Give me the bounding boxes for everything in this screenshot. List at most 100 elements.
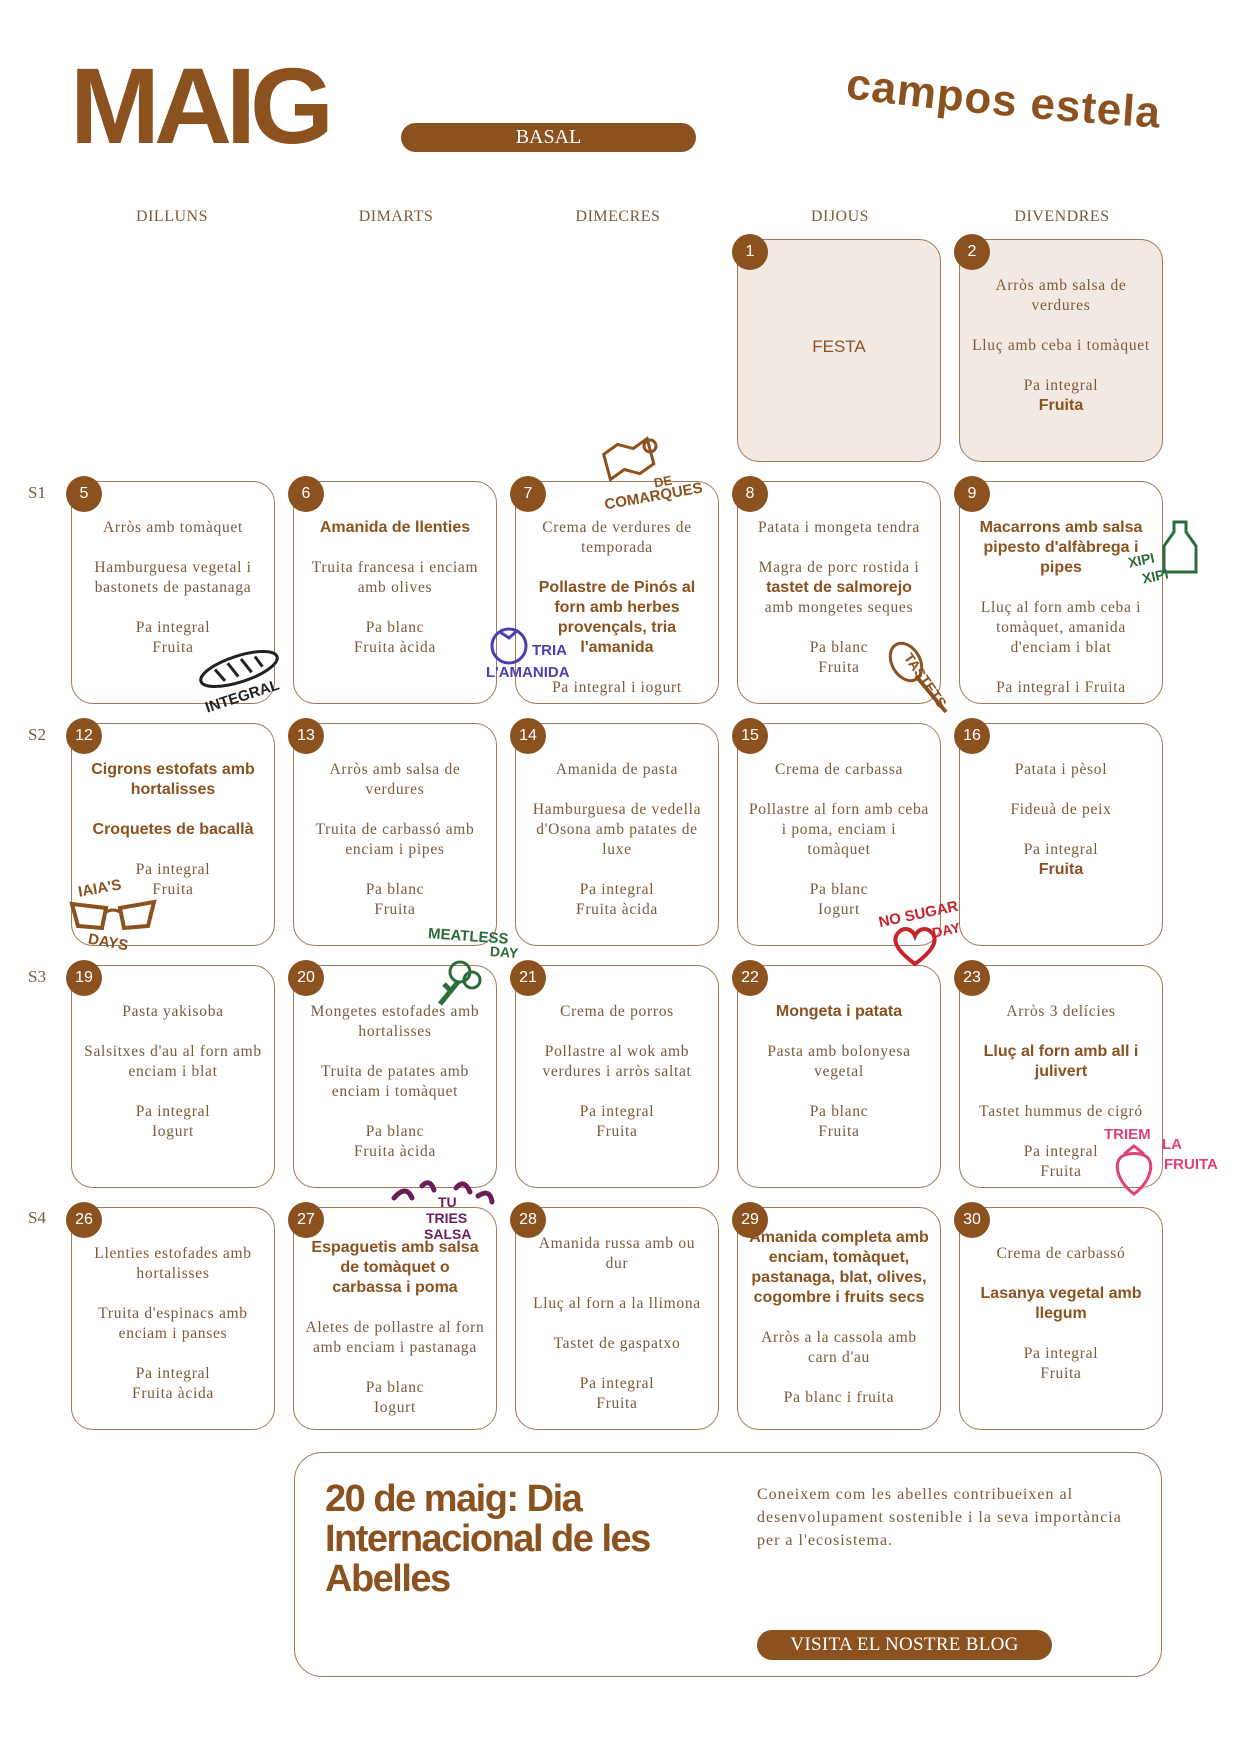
menu-second-course: Croquetes de bacallà [92, 821, 254, 838]
month-title: MAIG [70, 45, 334, 166]
day-number: 29 [732, 1202, 768, 1238]
menu-fruit: Fruita [596, 1123, 638, 1140]
menu-second-course: Truita francesa i enciam amb olives [311, 559, 479, 596]
menu-fruit: Fruita àcida [354, 1143, 436, 1160]
menu-second-course: Arròs a la cassola amb carn d'au [761, 1329, 917, 1366]
menu-bread: Pa integral [135, 619, 211, 636]
weekday-wednesday: DIMECRES [575, 208, 661, 225]
day-number: 27 [288, 1202, 324, 1238]
triem-fruita-sticker: TRIEM LA FRUITA [1100, 1122, 1220, 1198]
menu-first-course: Llenties estofades amb hortalisses [94, 1245, 252, 1282]
weekday-friday: DIVENDRES [1014, 208, 1110, 225]
meatless-day-sticker: MEATLESS DAY [426, 925, 530, 1010]
no-sugar-day-sticker: NO SUGAR DAY [874, 898, 984, 968]
menu-fruit: Fruita [596, 1395, 638, 1412]
menu-second-course: Salsitxes d'au al forn amb enciam i blat [84, 1043, 262, 1080]
menu-first-course: Patata i mongeta tendra [757, 519, 920, 536]
day-cell-28: 28 Amanida russa amb ou dur Lluç al forn… [510, 1202, 719, 1430]
day-cell-26: 26 Llenties estofades amb hortalisses Tr… [66, 1202, 275, 1430]
day-number: 16 [954, 718, 990, 754]
menu-second-course: Lluç al forn amb all i julivert [983, 1043, 1139, 1080]
day-number: 19 [66, 960, 102, 996]
tastets-sticker: TASTETS [884, 636, 984, 716]
menu-fruit: Fruita [152, 639, 194, 656]
holiday-label: FESTA [812, 336, 866, 356]
menu-dessert: Pa blanc Fruita [366, 880, 425, 920]
menu-dessert: Pa blanc Fruita [810, 1102, 869, 1142]
weekday-tuesday: DIMARTS [358, 208, 434, 225]
day-number: 22 [732, 960, 768, 996]
iaias-days-sticker-bottom: DAYS [86, 930, 130, 955]
week-label-s2: S2 [28, 725, 46, 744]
menu-first-course: Crema de verdures de temporada [542, 519, 692, 556]
day-number: 2 [954, 234, 990, 270]
tu-tries-sticker-bottom: SALSA [424, 1226, 472, 1242]
menu-fruit: Fruita [152, 881, 194, 898]
menu-bread: Pa integral [579, 1103, 655, 1120]
menu-first-course: Amanida de pasta [555, 761, 679, 778]
day-cell-2: 2 Arròs amb salsa de verdures Lluç amb c… [954, 234, 1163, 462]
menu-fruit: Fruita [818, 659, 860, 676]
day-number: 28 [510, 1202, 546, 1238]
menu-dessert: Pa integral Fruita àcida [576, 880, 658, 920]
spoon-icon [888, 641, 948, 714]
bee-day-description: Coneixem com les abelles contribueixen a… [757, 1486, 1122, 1549]
menu-bread: Pa blanc [365, 1379, 425, 1396]
tria-amanida-sticker-bottom: L'AMANIDA [486, 664, 570, 681]
menu-first-course: Amanida completa amb enciam, tomàquet, p… [749, 1229, 929, 1306]
menu-yogurt: Iogurt [373, 1399, 417, 1416]
menu-bread: Pa blanc [809, 881, 869, 898]
menu-second-course: Hamburguesa de vedella d'Osona amb patat… [532, 801, 702, 858]
menu-second-course: Aletes de pollastre al forn amb enciam i… [305, 1319, 485, 1356]
menu-first-course: Crema de carbassó [996, 1245, 1126, 1262]
visit-blog-button[interactable]: VISITA EL NOSTRE BLOG [757, 1630, 1052, 1660]
menu-first-course: Arròs 3 delícies [1006, 1003, 1116, 1020]
bee-day-banner: 20 de maig: Dia Internacional de les Abe… [294, 1452, 1162, 1677]
menu-dessert: Pa blanc Iogurt [810, 880, 869, 920]
menu-first-course: Arròs amb tomàquet [102, 519, 243, 536]
menu-dessert: Pa integral Fruita [580, 1102, 654, 1142]
menu-second-course: Pollastre al wok amb verdures i arròs sa… [542, 1043, 692, 1080]
tomato-icon [490, 627, 528, 665]
triem-fruita-sticker-middle: LA [1162, 1136, 1182, 1153]
splash-icon [391, 1180, 495, 1205]
day-cell-27: 27 Espaguetis amb salsa de tomàquet o ca… [288, 1202, 497, 1430]
xipi-sticker-bottom: XIPI [1140, 565, 1170, 587]
menu-type-badge: BASAL [401, 123, 696, 152]
menu-fruit: Fruita àcida [132, 1385, 214, 1402]
day-cell-20: 20 Mongetes estofades amb hortalisses Tr… [288, 960, 497, 1188]
menu-dessert: Pa integral Fruita [1024, 376, 1098, 416]
menu-bread: Pa integral [1023, 377, 1099, 394]
week-label-s3: S3 [28, 967, 46, 986]
menu-dessert: Pa integral i Fruita [996, 679, 1126, 696]
day-cell-9: 9 Macarrons amb salsa pipesto d'alfàbreg… [954, 476, 1163, 704]
menu-main-dish: Magra de porc rostida i [758, 559, 920, 576]
day-number: 15 [732, 718, 768, 754]
menu-first-course: Mongeta i patata [775, 1003, 903, 1020]
menu-bread: Pa blanc [365, 619, 425, 636]
menu-second-course: Magra de porc rostida i tastet de salmor… [759, 558, 920, 618]
day-cell-7: 7 Crema de verdures de temporada Pollast… [510, 476, 719, 704]
day-number: 9 [954, 476, 990, 512]
menu-tastet: Tastet de gaspatxo [553, 1335, 681, 1352]
menu-first-course: Arròs amb salsa de verdures [329, 761, 461, 798]
menu-bread: Pa integral [579, 1375, 655, 1392]
day-cell-1: 1 FESTA [732, 234, 941, 462]
menu-bread: Pa integral [1023, 1143, 1099, 1160]
day-cell-8: 8 Patata i mongeta tendra Magra de porc … [732, 476, 941, 704]
menu-dessert: Pa integral Fruita [136, 860, 210, 900]
iaias-days-sticker-top: IAIA'S [76, 876, 123, 901]
menu-bread: Pa blanc [365, 881, 425, 898]
menu-first-course: Arròs amb salsa de verdures [995, 277, 1127, 314]
day-number: 6 [288, 476, 324, 512]
weekday-thursday: DIJOUS [810, 208, 870, 225]
menu-dessert: Pa integral Fruita [136, 618, 210, 658]
menu-second-course: Lluç al forn a la llimona [533, 1295, 701, 1312]
menu-dessert: Pa blanc Iogurt [366, 1378, 425, 1418]
menu-dessert: Pa blanc Fruita [810, 638, 869, 678]
week-label-s4: S4 [28, 1208, 46, 1227]
oil-bottle-icon [1162, 520, 1198, 574]
menu-bread: Pa blanc [809, 639, 869, 656]
day-number: 1 [732, 234, 768, 270]
heart-icon [893, 927, 937, 967]
